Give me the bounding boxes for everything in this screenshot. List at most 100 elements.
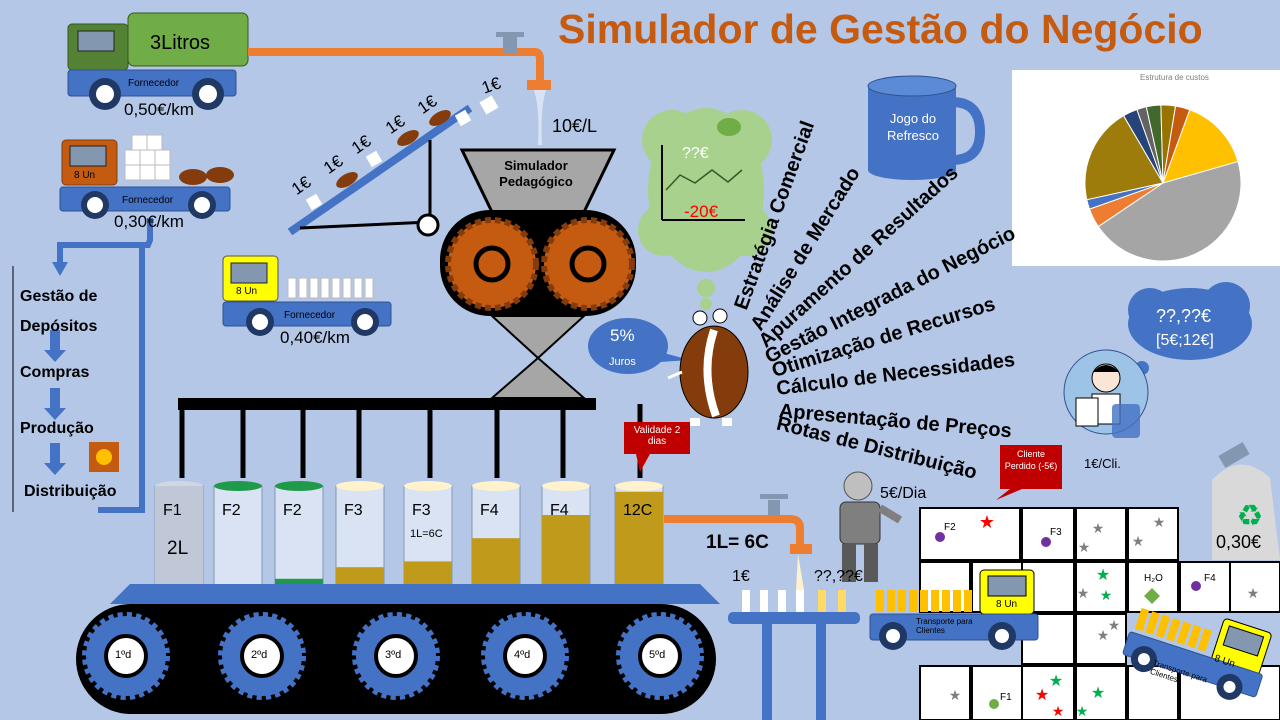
truck4-cargo: 8 Un (996, 599, 1018, 610)
water-stream (534, 90, 546, 145)
pie-slice-1 (1162, 109, 1239, 184)
svg-text:★: ★ (1049, 673, 1063, 690)
pie-title: Estrutura de custos (1140, 73, 1209, 82)
map-f3: F3 (1050, 527, 1062, 538)
validade-label: Validade 2 dias (633, 425, 681, 447)
gear-1-label: 1ºd (115, 649, 132, 661)
conveyor-gears (82, 612, 704, 700)
pie-slice-2 (1097, 160, 1242, 262)
ratio-label: 1L= 6C (706, 532, 769, 553)
supply-ramp (287, 95, 499, 237)
map-f2: F2 (944, 522, 956, 533)
juros-rate: 5% (610, 326, 635, 345)
client-range: [5€;12€] (1156, 332, 1214, 349)
truck2-cargo: 8 Un (74, 170, 96, 181)
mixing-gears (445, 217, 635, 311)
tank-6-label: F4 (480, 502, 499, 519)
distribution-pipes (179, 404, 643, 478)
cup-table (728, 590, 860, 720)
tank-5-label: F3 (412, 502, 431, 519)
truck-supplier-1 (67, 12, 249, 110)
truck2-supplier: Fornecedor (122, 195, 174, 206)
gear-2-label: 2ºd (251, 649, 268, 661)
map-markers: ★ ★ ★ ★ ★ ★ ★ ★ ★ ★ ★ ★ ★ ★ ★ ★ ★ (935, 512, 1259, 719)
tank-1 (154, 481, 204, 603)
gear-3 (352, 612, 440, 700)
client-avatar (1063, 349, 1149, 438)
map-f1: F1 (1000, 692, 1012, 703)
truck2-price: 0,30€/km (114, 212, 184, 231)
map-f4: F4 (1204, 573, 1216, 584)
validade-callout (624, 422, 690, 472)
gear-2 (218, 612, 306, 700)
tap-icon (496, 32, 551, 90)
svg-text:★: ★ (1247, 585, 1260, 601)
delivery-map (919, 507, 1280, 720)
svg-text:★: ★ (949, 687, 962, 703)
pie-slice-10 (1162, 105, 1191, 184)
svg-text:★: ★ (1091, 685, 1105, 702)
truck3-supplier: Fornecedor (284, 310, 336, 321)
output-tap-icon (760, 494, 812, 554)
svg-text:★: ★ (1096, 567, 1110, 584)
cloud-loss: -20€ (684, 202, 719, 221)
tank-4 (335, 481, 385, 603)
svg-text:★: ★ (1108, 617, 1121, 633)
client-lost: Cliente Perdido (-5€) (1004, 449, 1058, 471)
tank-5-extra: 1L=6C (410, 528, 443, 540)
truck-supplier-3 (222, 255, 392, 336)
hopper-label: Simulador Pedagógico (499, 158, 573, 189)
cloud-price: ??€ (682, 145, 709, 162)
truck-clients-1 (869, 569, 1039, 650)
jogo-mug (867, 75, 986, 180)
truck-clients-2 (1122, 607, 1272, 700)
step-gestao: Gestão de Depósitos (20, 288, 98, 335)
pie-slice-5 (1084, 115, 1164, 201)
gear-5 (616, 612, 704, 700)
svg-text:★: ★ (1076, 703, 1089, 719)
cup-price-unknown: ??,??€ (814, 568, 863, 585)
svg-text:♻: ♻ (1237, 499, 1264, 534)
tank-3 (274, 481, 324, 603)
jogo-label: Jogo do Refresco (886, 111, 940, 143)
tank-5 (403, 481, 453, 603)
step-compras: Compras (20, 364, 90, 381)
cup-price-known: 1€ (732, 568, 750, 585)
truck1-price: 0,50€/km (124, 100, 194, 119)
tank-7 (541, 481, 591, 603)
water-price: 10€/L (552, 116, 598, 136)
supply-pipe (248, 48, 544, 82)
thought-cloud (638, 108, 772, 310)
cost-pie-chart (1012, 70, 1280, 266)
truck4-label: Transporte para Clientes (916, 617, 973, 635)
svg-text:★: ★ (1097, 627, 1110, 643)
step-arrows (44, 330, 66, 475)
step-producao: Produção (20, 420, 94, 437)
svg-text:★: ★ (1052, 703, 1065, 719)
tank-3-label: F2 (283, 502, 302, 519)
tank-2-label: F2 (222, 502, 241, 519)
worker-figure (839, 471, 903, 582)
gear-5-label: 5ºd (649, 649, 666, 661)
tank-8-label: 12C (623, 502, 653, 519)
delivery-icon (89, 442, 119, 472)
svg-text:★: ★ (1132, 533, 1145, 549)
funnel-top (489, 315, 587, 360)
output-pipe (664, 515, 804, 546)
gear-1 (82, 612, 170, 700)
funnel-bottom (489, 356, 587, 399)
gear-3-label: 3ºd (385, 649, 402, 661)
gear-4-label: 4ºd (514, 649, 531, 661)
svg-text:★: ★ (1078, 539, 1091, 555)
svg-text:★: ★ (979, 512, 995, 532)
truck3-price: 0,40€/km (280, 328, 350, 347)
per-client: 1€/Cli. (1084, 456, 1121, 471)
svg-text:★: ★ (1077, 585, 1090, 601)
svg-text:★: ★ (1100, 587, 1113, 603)
flow-arrow (57, 218, 153, 262)
tank-4-label: F3 (344, 502, 363, 519)
bean-mascot (667, 308, 749, 426)
client-bubble (1125, 282, 1252, 383)
